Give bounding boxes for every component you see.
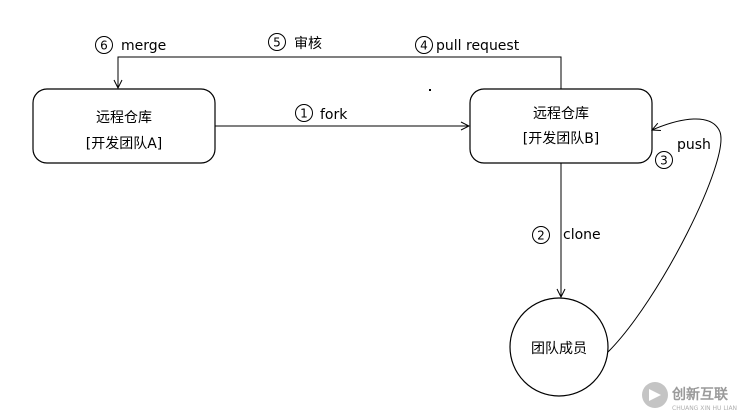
merge-arrow [118,56,562,89]
step-clone-label: clone [563,227,601,243]
step-push-number: 3 [660,154,668,168]
watermark: 创新互联 CHUANG XIN HU LIAN [642,382,737,412]
step-clone-number: 2 [537,229,545,243]
watermark-logo-mark [649,389,661,401]
step-review-label: 审核 [294,36,322,52]
step-fork: 1 fork [295,104,348,123]
step-push-label: push [677,137,711,153]
step-merge: 6 merge [95,36,166,54]
repo-b-node: 远程仓库 [开发团队B] [469,88,653,164]
step-review: 5 审核 [268,33,322,52]
dot-mark [429,89,431,91]
repo-b-subtitle: [开发团队B] [523,131,600,147]
step-push: 3 push [655,137,711,169]
repo-a-title: 远程仓库 [96,110,152,126]
repo-b-title: 远程仓库 [533,106,589,122]
watermark-text: 创新互联 [671,386,729,403]
step-merge-label: merge [121,38,166,54]
step-pull-request-number: 4 [420,39,428,53]
push-arrow [607,118,722,353]
watermark-subtext: CHUANG XIN HU LIAN [672,405,737,412]
step-pull-request: 4 pull request [415,36,520,54]
repo-a-subtitle: [开发团队A] [86,136,163,152]
repo-a-node: 远程仓库 [开发团队A] [32,88,216,164]
step-fork-number: 1 [300,107,308,121]
step-pull-request-label: pull request [436,38,520,54]
step-clone: 2 clone [532,226,601,244]
step-fork-label: fork [320,107,348,123]
member-node: 团队成员 [509,297,609,397]
step-review-number: 5 [273,36,281,50]
step-merge-number: 6 [100,39,108,53]
member-title: 团队成员 [531,341,587,357]
